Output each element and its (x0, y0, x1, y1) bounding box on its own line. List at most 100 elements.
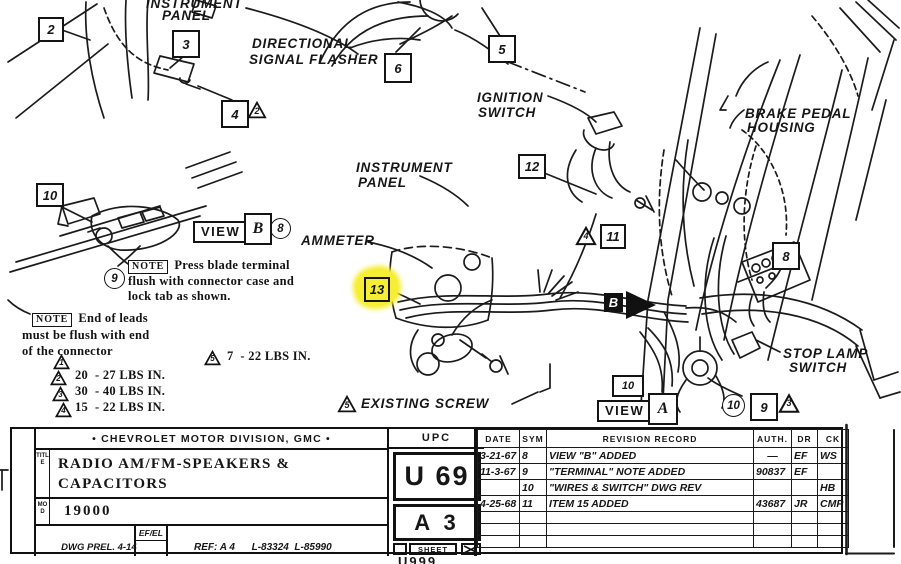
callout-box-13: 13 (364, 277, 390, 302)
revision-row-empty (477, 523, 849, 536)
model-number: 19000 (64, 503, 112, 519)
title-row: TITLE RADIO AM/FM-SPEAKERS & CAPACITORS (34, 450, 387, 499)
rev-record: "TERMINAL" NOTE ADDED (546, 463, 754, 480)
upc-code: U 69 (393, 452, 481, 501)
revision-row-empty (477, 511, 849, 524)
note-leads-line1: End of leads (78, 311, 148, 325)
triangle-2-after-box4: 2 (247, 101, 267, 119)
rev-date: 3-21-67 (477, 447, 520, 464)
dwg-prel-date: DWG PREL. 4-14 (61, 542, 137, 553)
label-instrument-panel-top: INSTRUMENT (146, 0, 243, 11)
callout-box-3: 3 (172, 30, 200, 58)
callout-circle-8: 8 (270, 218, 291, 239)
title-block: • CHEVROLET MOTOR DIVISION, GMC • TITLE … (10, 427, 849, 556)
reference-numbers: REF: A 4 L-83324 L-85990 L-86674 L- L- (168, 526, 387, 556)
torque-spec-3: 30 - 40 LBS IN. (75, 384, 166, 398)
rev-date: 11-3-67 (477, 463, 520, 480)
torque-spec-5: 7 - 22 LBS IN. (227, 349, 311, 363)
torque-spec-2: 20 - 27 LBS IN. (75, 368, 166, 382)
rev-auth: 90837 (753, 463, 792, 480)
upc-header: UPC (389, 429, 484, 449)
label-instrument-panel-top-2: PANEL (162, 8, 211, 23)
torque-triangle-2: 2 (50, 370, 67, 386)
drawing-title-line2: CAPACITORS (58, 476, 168, 492)
ef-el-value: EF/EL (136, 526, 166, 541)
sheet-label: SHEET (409, 543, 457, 555)
rev-ck (817, 463, 849, 480)
rev-dr (791, 479, 818, 496)
callout-circle-10: 10 (722, 394, 745, 417)
view-b-label: VIEW (193, 221, 249, 243)
callout-box-2: 2 (38, 17, 64, 42)
label-directional-flasher-2: SIGNAL FLASHER (249, 52, 379, 67)
rev-record: "WIRES & SWITCH" DWG REV (546, 479, 754, 496)
triangle-3-after-box9: 3 (778, 393, 800, 414)
rev-ck: HB (817, 479, 849, 496)
model-row-label: MOD (36, 499, 50, 524)
label-ignition-switch: IGNITION (477, 90, 544, 105)
drawing-title: RADIO AM/FM-SPEAKERS & CAPACITORS (50, 450, 290, 497)
label-instrument-panel-mid-2: PANEL (358, 175, 407, 190)
model-row: MOD 19000 (34, 499, 387, 526)
note-tag-2: NOTE (32, 313, 73, 327)
rev-auth: — (753, 447, 792, 464)
rev-sym: 10 (519, 479, 547, 496)
torque-triangle-4: 4 (55, 402, 72, 418)
release-row: DWG PREL. 4-14 DATE REL. 5-12 EF/EL REF:… (34, 526, 387, 556)
revision-header-row: DATE SYM REVISION RECORD AUTH. DR CK (477, 429, 849, 448)
rev-sym: 11 (519, 495, 547, 512)
col-record: REVISION RECORD (546, 429, 754, 448)
col-sym: SYM (519, 429, 547, 448)
rev-auth (753, 479, 792, 496)
callout-box-11: 11 (600, 224, 626, 249)
torque-triangle-5: 5 (204, 350, 221, 366)
rev-auth: 43687 (753, 495, 792, 512)
rev-dr: EF (791, 463, 818, 480)
callout-box-9-viewa: 9 (750, 393, 778, 421)
ref-line1: REF: A 4 L-83324 L-85990 (193, 542, 332, 553)
note-end-of-leads: NOTE End of leads (32, 311, 148, 327)
rev-record: VIEW "B" ADDED (546, 447, 754, 464)
note-tag: NOTE (128, 260, 169, 274)
title-row-label: TITLE (36, 450, 50, 497)
rev-record: ITEM 15 ADDED (546, 495, 754, 512)
callout-box-5: 5 (488, 35, 516, 63)
torque-triangle-3: 3 (52, 386, 69, 402)
callout-box-10-left: 10 (36, 183, 64, 207)
note-leads-line3: of the connector (22, 344, 113, 358)
view-a-letter: A (648, 393, 678, 425)
rev-dr: EF (791, 447, 818, 464)
col-ck: CK (817, 429, 849, 448)
revision-row: 11-3-67 9 "TERMINAL" NOTE ADDED 90837 EF (477, 463, 849, 480)
rev-ck: CMP (817, 495, 849, 512)
note-leads-line2: must be flush with end (22, 328, 150, 342)
callout-box-6: 6 (384, 53, 412, 83)
callout-box-12: 12 (518, 154, 546, 179)
direction-arrow-b-label: B (604, 293, 623, 312)
note-blade-line3: lock tab as shown. (128, 289, 231, 303)
callout-box-4: 4 (221, 100, 249, 128)
callout-circle-9: 9 (104, 268, 125, 289)
label-stop-lamp-switch: STOP LAMP (783, 346, 869, 361)
torque-triangle-1: 1 (53, 354, 70, 370)
triangle-4-before-box11: 4 (575, 226, 597, 246)
label-ignition-switch-2: SWITCH (478, 105, 537, 120)
revision-row: 10 "WIRES & SWITCH" DWG REV HB (477, 479, 849, 496)
col-date: DATE (477, 429, 520, 448)
rev-ck: WS (817, 447, 849, 464)
note-blade-line1: Press blade terminal (174, 258, 290, 272)
company-header: • CHEVROLET MOTOR DIVISION, GMC • (34, 429, 387, 450)
upc-section: UPC U 69 A 3 SHEET (387, 429, 484, 556)
label-brake-pedal-housing-2: HOUSING (747, 120, 816, 135)
sheet-code: A 3 (393, 504, 481, 541)
label-ammeter: AMMETER (301, 233, 375, 248)
view-b-direction-arrow (626, 291, 656, 319)
label-instrument-panel-mid: INSTRUMENT (356, 160, 453, 175)
label-brake-pedal-housing: BRAKE PEDAL (745, 106, 852, 121)
label-stop-lamp-switch-2: SWITCH (789, 360, 848, 375)
revision-record-table: DATE SYM REVISION RECORD AUTH. DR CK 3-2… (474, 429, 849, 556)
note-blade-terminal: NOTE Press blade terminal (128, 258, 290, 274)
ef-el-cell: EF/EL (134, 526, 168, 556)
sheet-row: SHEET (393, 543, 481, 555)
